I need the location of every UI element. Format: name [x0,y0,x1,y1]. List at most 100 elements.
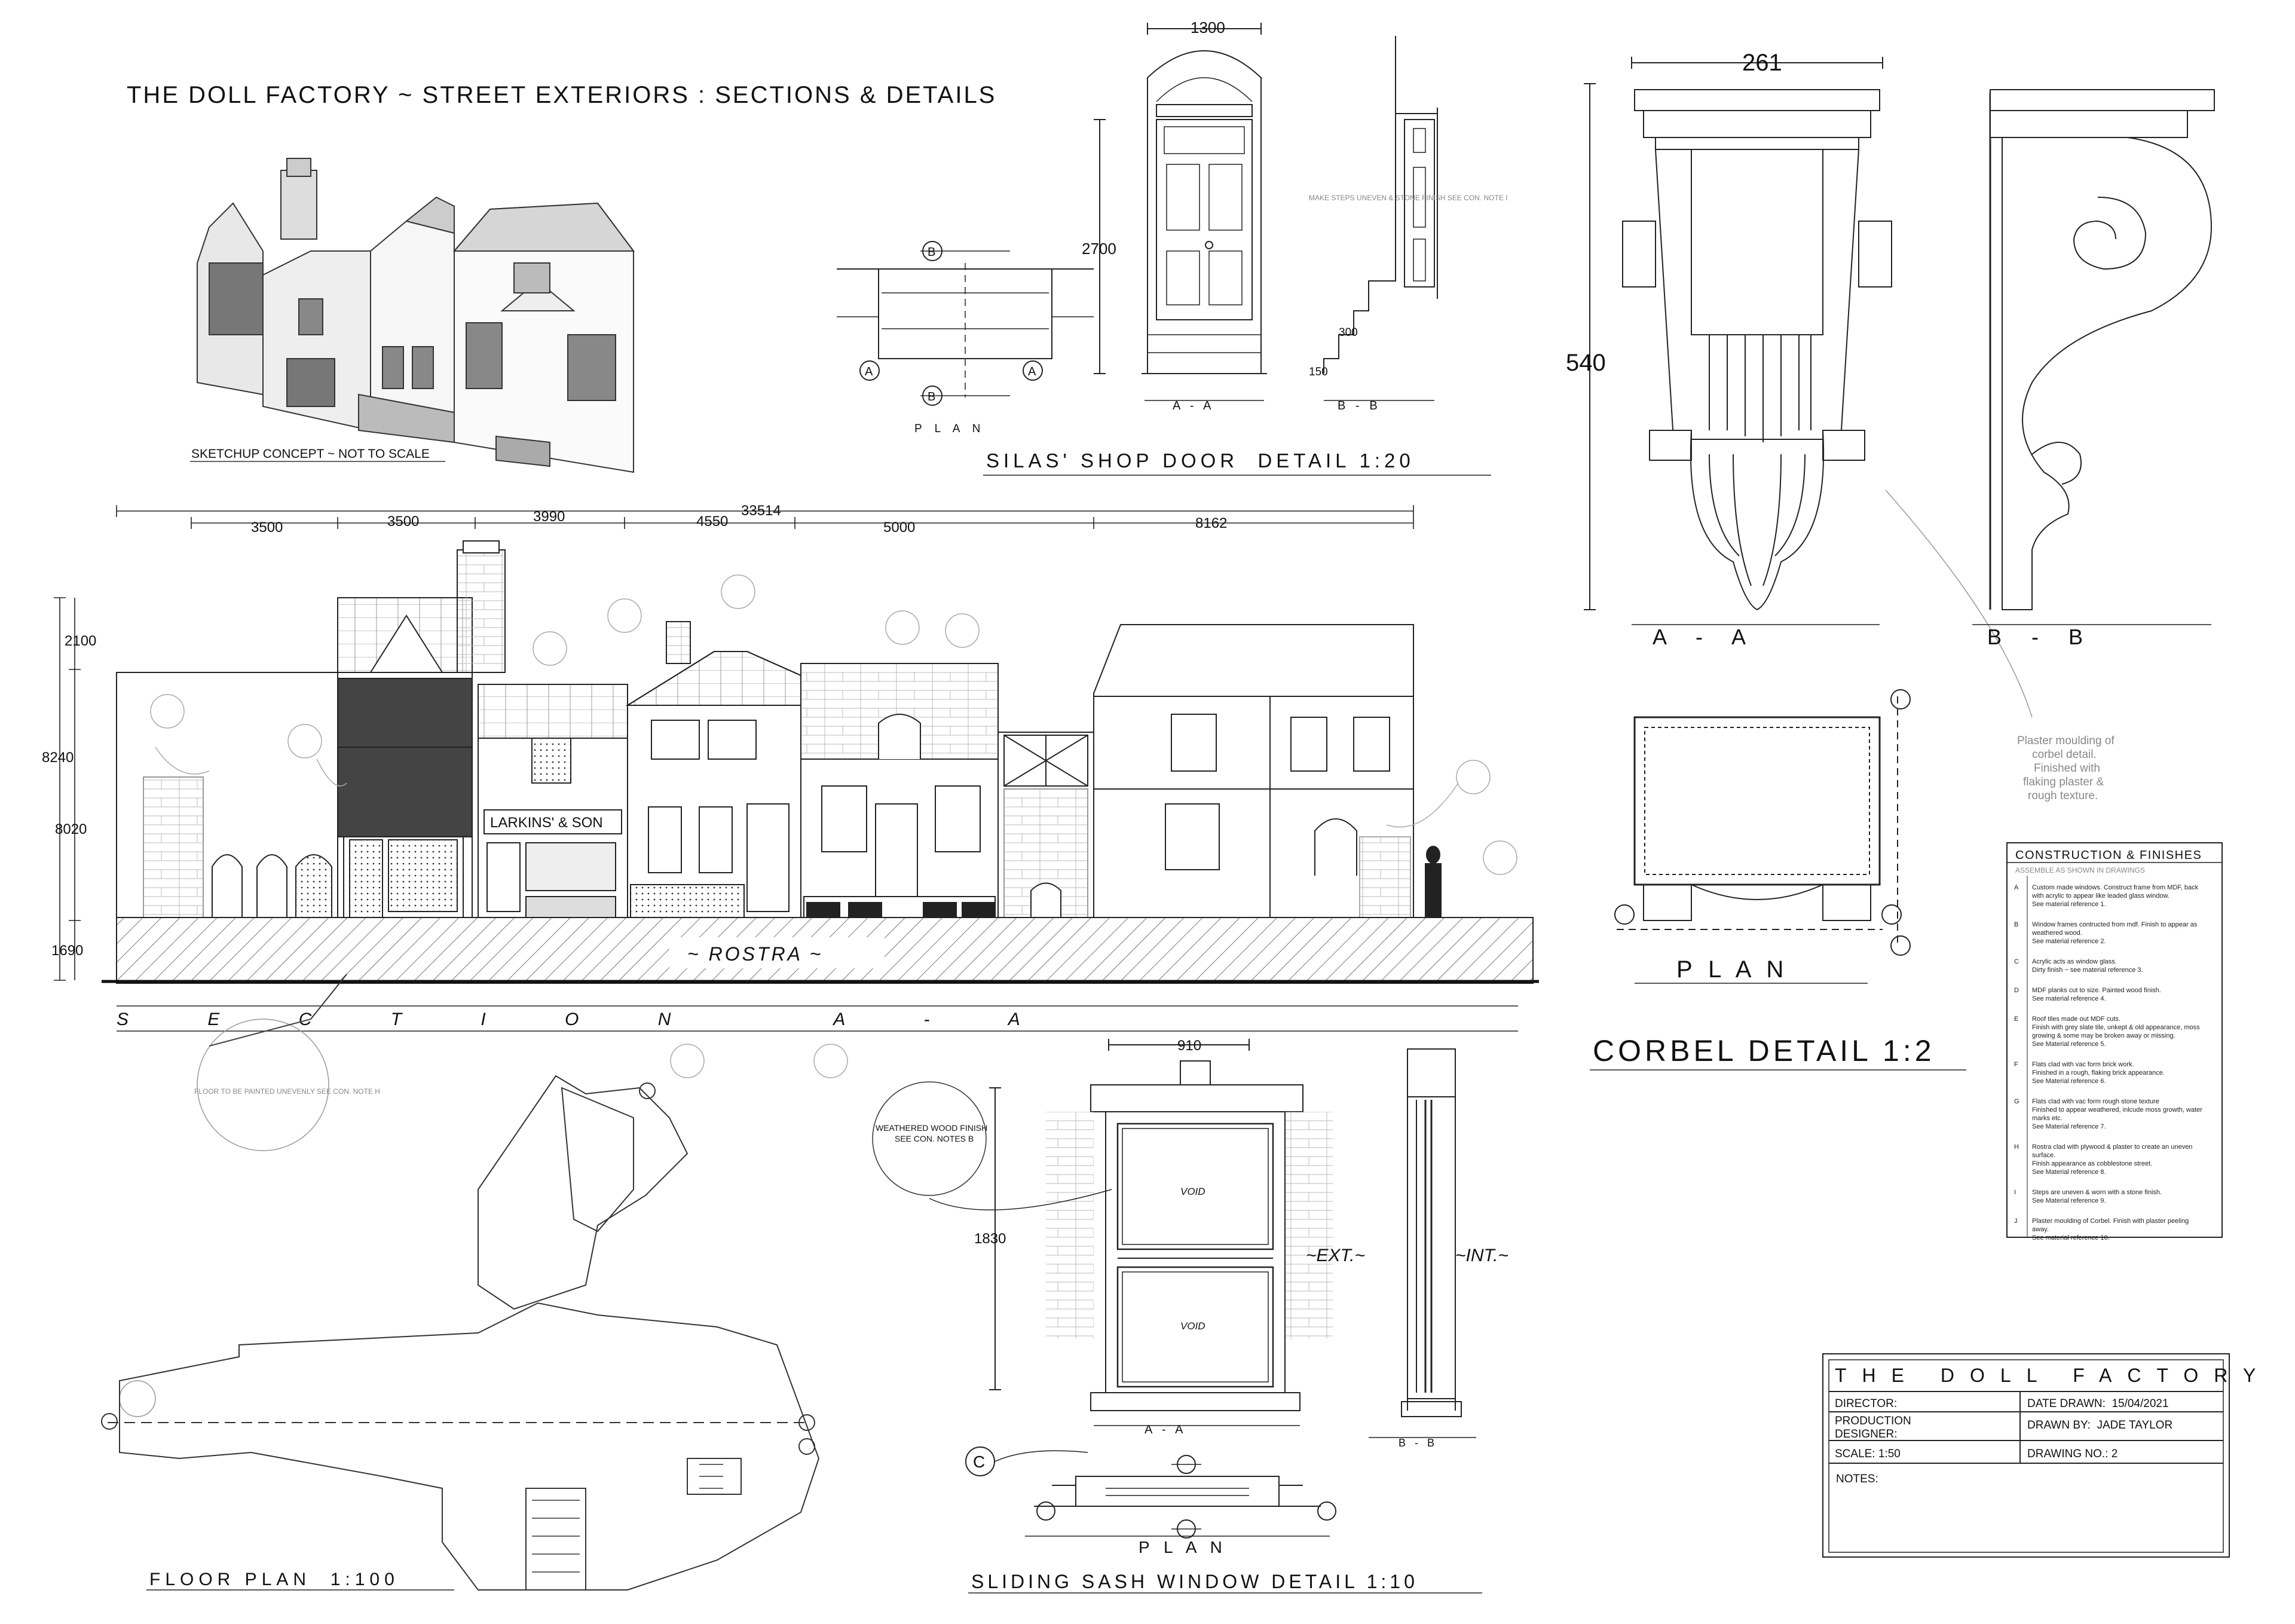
title-block-scale: SCALE: 1:50 [1835,1448,1901,1460]
title-block-notes: NOTES: [1836,1473,1878,1485]
svg-text:Plaster moulding of: Plaster moulding of [2017,735,2115,747]
door-marker-a-left: A [865,365,873,378]
sash-int-label: ~INT.~ [1455,1246,1508,1265]
title-block-director: DIRECTOR: [1835,1397,1897,1410]
construction-note-line: See Material reference 8. [2032,1169,2106,1176]
sash-void-upper: VOID [1180,1186,1205,1197]
sash-weathered-note-2: SEE CON. NOTES B [895,1134,974,1143]
construction-note-line: Flats clad with vac form brick work. [2032,1061,2134,1068]
sash-window-detail [872,1039,1462,1539]
construction-note-line: See Material reference 5. [2032,1041,2106,1048]
construction-note-line: Finish with grey slate tile, unkept & ol… [2032,1024,2200,1031]
construction-note-line: See Material reference 7. [2032,1123,2106,1130]
construction-note-line: marks etc. [2032,1115,2063,1122]
construction-note-key: F [2014,1061,2018,1068]
floor-plan-title: FLOOR PLAN 1:100 [149,1570,399,1589]
construction-note-line: with acrylic to appear like leaded glass… [2031,892,2169,900]
sash-dim-width: 910 [1177,1038,1201,1054]
sash-void-lower: VOID [1180,1320,1205,1332]
section-height-1: 2100 [65,633,96,649]
door-dim-width: 1300 [1191,19,1225,36]
title-block [1822,1353,2230,1558]
construction-note-line: Plaster moulding of Corbel. Finish with … [2032,1218,2189,1225]
corbel-dim-height: 540 [1566,350,1606,376]
door-step-note: MAKE STEPS UNEVEN & STONE FINISH SEE CON… [1309,194,1508,202]
construction-note-line: Rostra clad with plywood & plaster to cr… [2032,1143,2192,1151]
construction-note-line: MDF planks cut to size. Painted wood fin… [2032,987,2161,994]
larkins-shop-sign: LARKINS' & SON [490,815,603,831]
sash-bb-label: B - B [1399,1437,1434,1449]
svg-text:flaking plaster &: flaking plaster & [2023,776,2104,788]
construction-note-line: See Material reference 6. [2032,1078,2106,1085]
street-elevation [116,540,1442,918]
sketchup-concept-drawing [197,158,635,473]
svg-text:Finished with: Finished with [2034,762,2100,775]
sash-ext-label: ~EXT.~ [1306,1246,1365,1265]
construction-note-line: Acrylic acts as window glass. [2032,958,2117,965]
construction-note-line: See material reference 2. [2032,938,2106,945]
door-bb-label: B - B [1338,399,1378,412]
shop-door-detail [837,23,1438,406]
construction-note-line: growing & some may be broken away or mis… [2032,1032,2175,1039]
corbel-note: Plaster moulding of corbel detail. Finis… [2017,735,2115,802]
construction-note-line: Finished to appear weathered, inlcude mo… [2032,1106,2202,1114]
construction-note-line: away. [2032,1226,2049,1233]
corbel-dim-width: 261 [1742,50,1782,76]
construction-note-key: B [2014,921,2018,928]
construction-note-key: E [2014,1016,2018,1023]
sash-dim-height: 1830 [974,1231,1006,1247]
construction-note-item: A Custom made windows. Construct frame fr… [2014,884,2199,908]
corbel-plan-label: P L A N [1676,956,1788,983]
construction-note-item: F Flats clad with vac form brick work.Fin… [2014,1061,2165,1085]
floor-plan-note: FLOOR TO BE PAINTED UNEVENLY SEE CON. NO… [194,1087,380,1096]
section-dim-4: 4550 [696,513,728,530]
section-dimensions [54,505,1414,981]
construction-note-line: Roof tiles made out MDF cuts. [2032,1016,2120,1023]
construction-note-line: See material reference 4. [2032,995,2106,1002]
construction-note-line: Window frames contructed from mdf. Finis… [2032,921,2198,928]
title-block-name: THE DOLL FACTORY [1835,1365,2271,1386]
door-dim-height: 2700 [1082,240,1116,258]
door-plan-label: P L A N [914,423,985,435]
door-marker-b-bottom: B [928,390,935,403]
construction-note-line: Finished in a rough, flaking brick appea… [2032,1069,2165,1076]
sash-aa-label: A - A [1145,1423,1183,1436]
door-marker-a-right: A [1028,365,1036,378]
sheet-title: THE DOLL FACTORY ~ STREET EXTERIORS : SE… [127,82,996,108]
title-block-drawn-by: DRAWN BY: JADE TAYLOR [2027,1419,2172,1432]
construction-note-line: Finish appearance as cobblestone street. [2032,1160,2152,1167]
construction-note-line: Custom made windows. Construct frame fro… [2032,884,2199,891]
construction-note-line: weathered wood. [2031,929,2082,937]
door-dim-tread-2: 300 [1339,326,1358,339]
section-dim-6: 8162 [1195,515,1227,531]
construction-note-key: C [2014,958,2019,965]
title-block-drawing-no: DRAWING NO.: 2 [2027,1448,2117,1460]
construction-note-item: B Window frames contructed from mdf. Fini… [2014,921,2198,945]
section-height-2: 8240 [42,750,74,766]
sash-window-title: SLIDING SASH WINDOW DETAIL 1:10 [971,1571,1418,1592]
section-overall-dim: 33514 [741,503,781,519]
construction-note-line: See material reference 10. [2032,1234,2110,1241]
section-height-4: 1690 [51,943,83,959]
door-marker-b-top: B [928,246,935,259]
title-block-designer-1: PRODUCTION [1835,1415,1911,1427]
construction-note-key: A [2014,884,2019,891]
door-aa-label: A - A [1173,399,1211,412]
construction-note-line: Flats clad with vac form rough stone tex… [2032,1098,2159,1105]
section-dim-2: 3500 [387,513,419,530]
svg-text:corbel detail.: corbel detail. [2032,748,2097,761]
construction-heading: CONSTRUCTION & FINISHES [2015,849,2202,862]
section-dim-1: 3500 [251,519,283,536]
corbel-detail [1584,57,2215,956]
floor-plan-drawing [101,974,820,1591]
construction-note-key: I [2014,1189,2016,1196]
construction-note-line: See material reference 1. [2032,901,2106,908]
sash-plan-label: P L A N [1139,1538,1227,1556]
construction-note-line: Steps are uneven & worn with a stone fin… [2032,1189,2162,1196]
